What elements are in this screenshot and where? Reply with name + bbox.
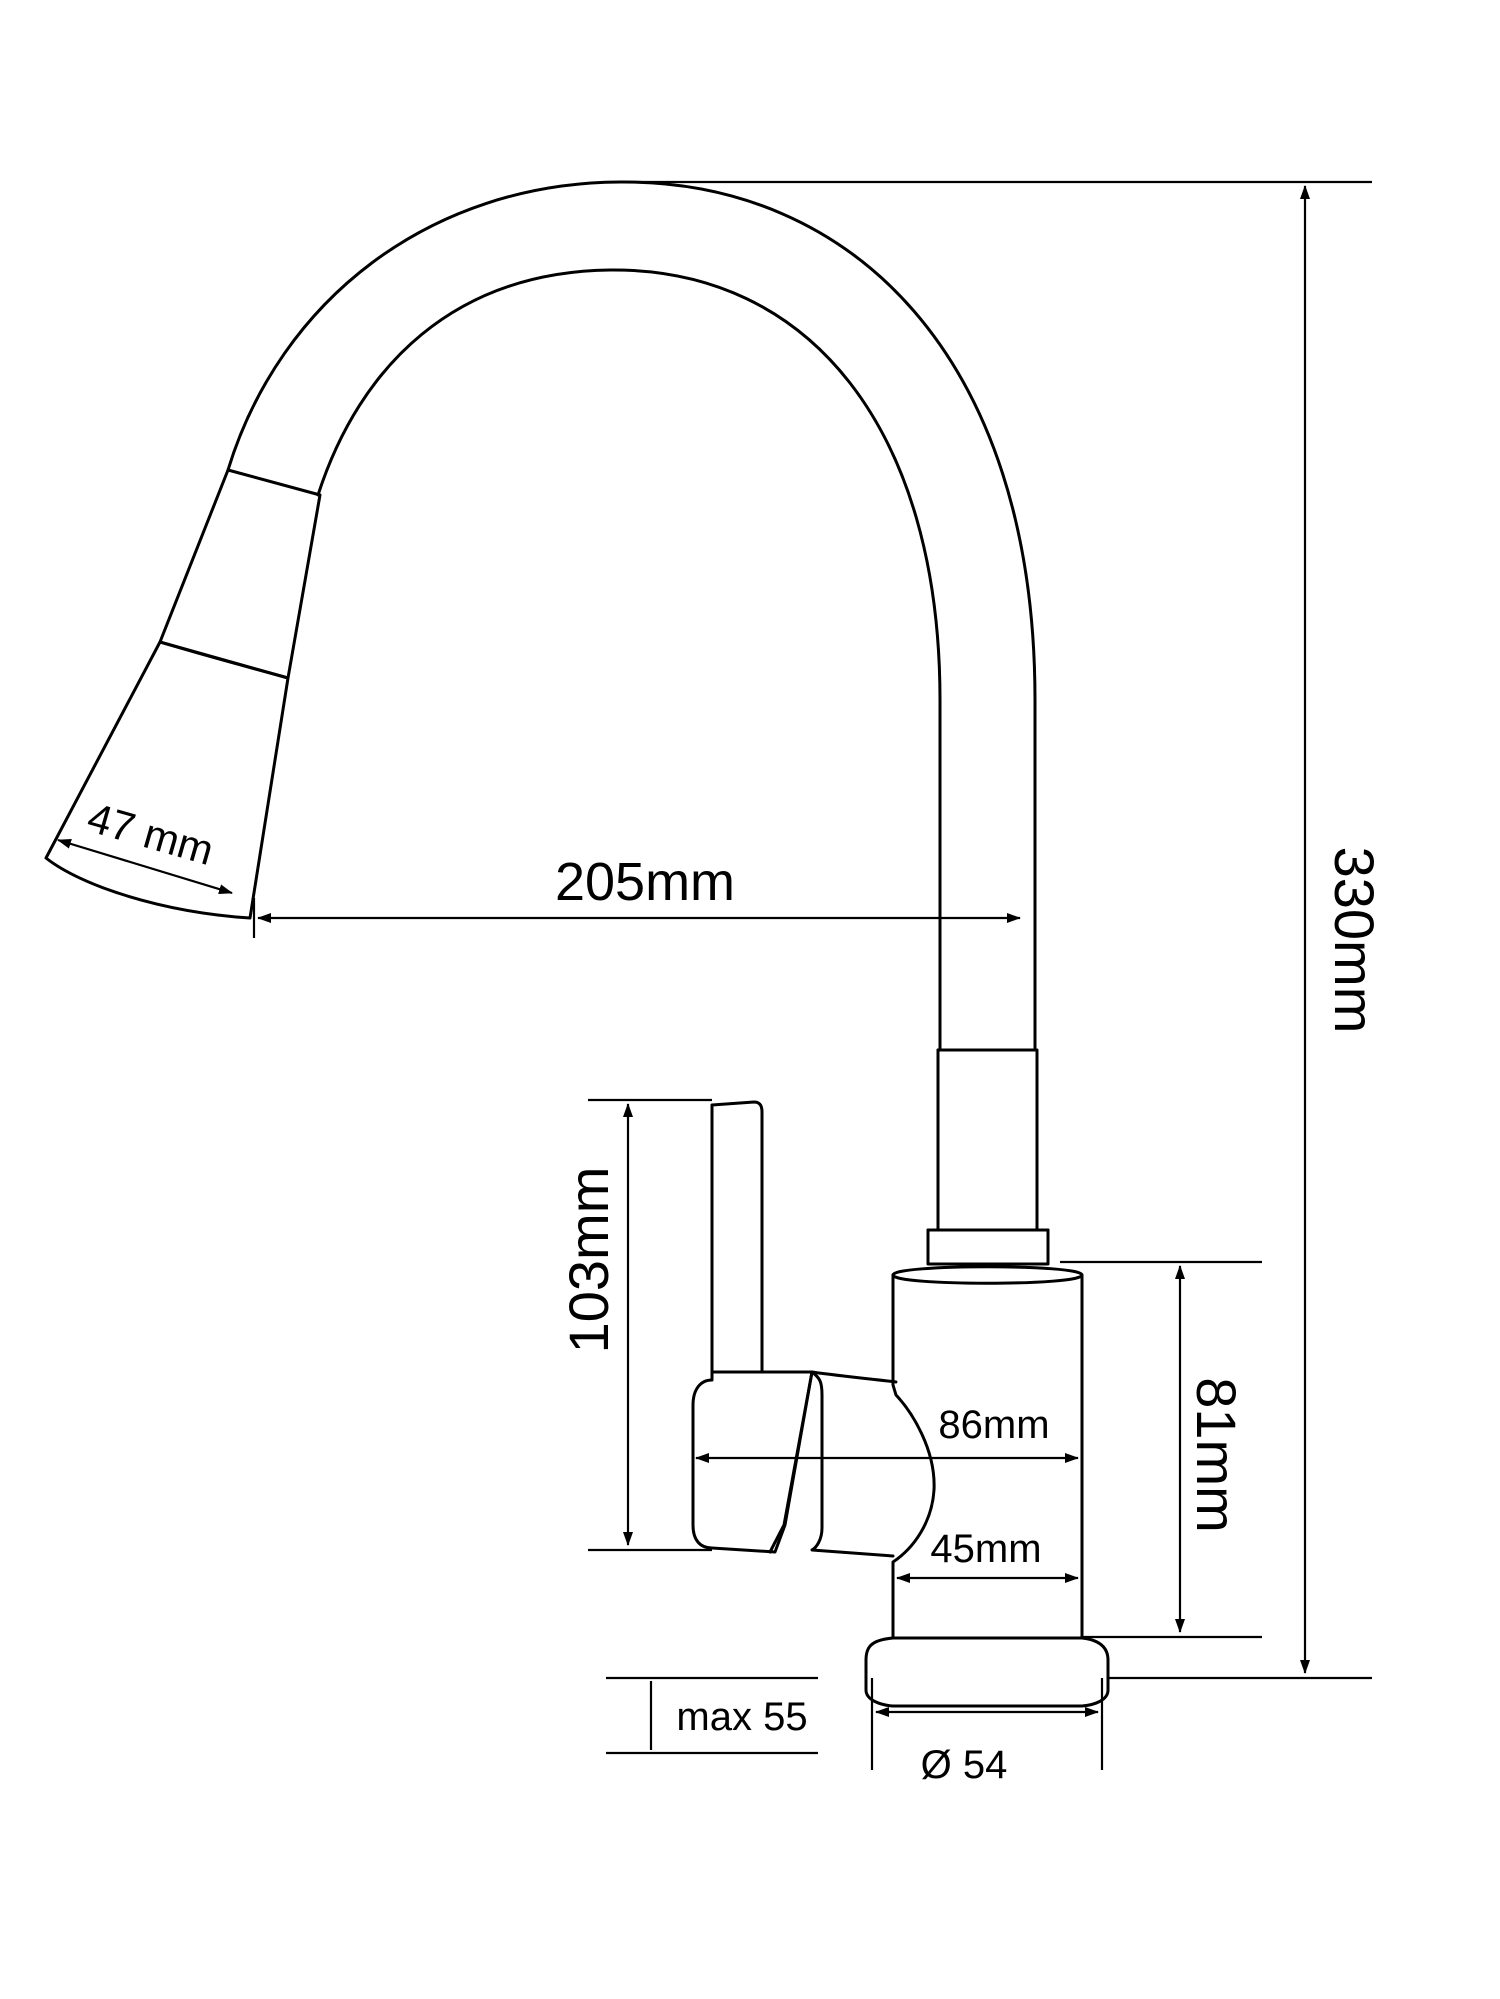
body-height-label: 81mm — [1185, 1377, 1248, 1533]
faucet-outline — [44, 180, 1110, 1708]
handle-hub — [691, 1370, 814, 1554]
body-width-label: 45mm — [930, 1527, 1041, 1571]
faucet-body — [891, 1265, 1084, 1640]
lever-height-label: 103mm — [557, 1167, 620, 1354]
spout-outer-curve — [226, 180, 1037, 1052]
faucet-body-top — [891, 1273, 1084, 1285]
handle-lever — [710, 1100, 764, 1374]
nozzle-dimension — [57, 838, 233, 895]
handle-hub-face — [760, 1370, 814, 1554]
lever-depth-label: 86mm — [938, 1403, 1049, 1447]
handle-neck-top — [810, 1370, 898, 1384]
spray-head-cone — [44, 640, 290, 920]
spout-inner-curve — [316, 268, 942, 1052]
handle-neck — [810, 1370, 895, 1558]
max-mount-label: max 55 — [676, 1695, 807, 1739]
base-diameter-label: Ø 54 — [921, 1743, 1008, 1787]
dimension-lines — [57, 180, 1372, 1770]
nozzle-width-label: 47 mm — [83, 793, 219, 874]
reach-label: 205mm — [555, 852, 735, 912]
base-ring — [864, 1636, 1110, 1708]
spray-head-collar — [158, 468, 322, 680]
total-height-label: 330mm — [1323, 847, 1386, 1034]
spout-collar — [926, 1048, 1050, 1266]
